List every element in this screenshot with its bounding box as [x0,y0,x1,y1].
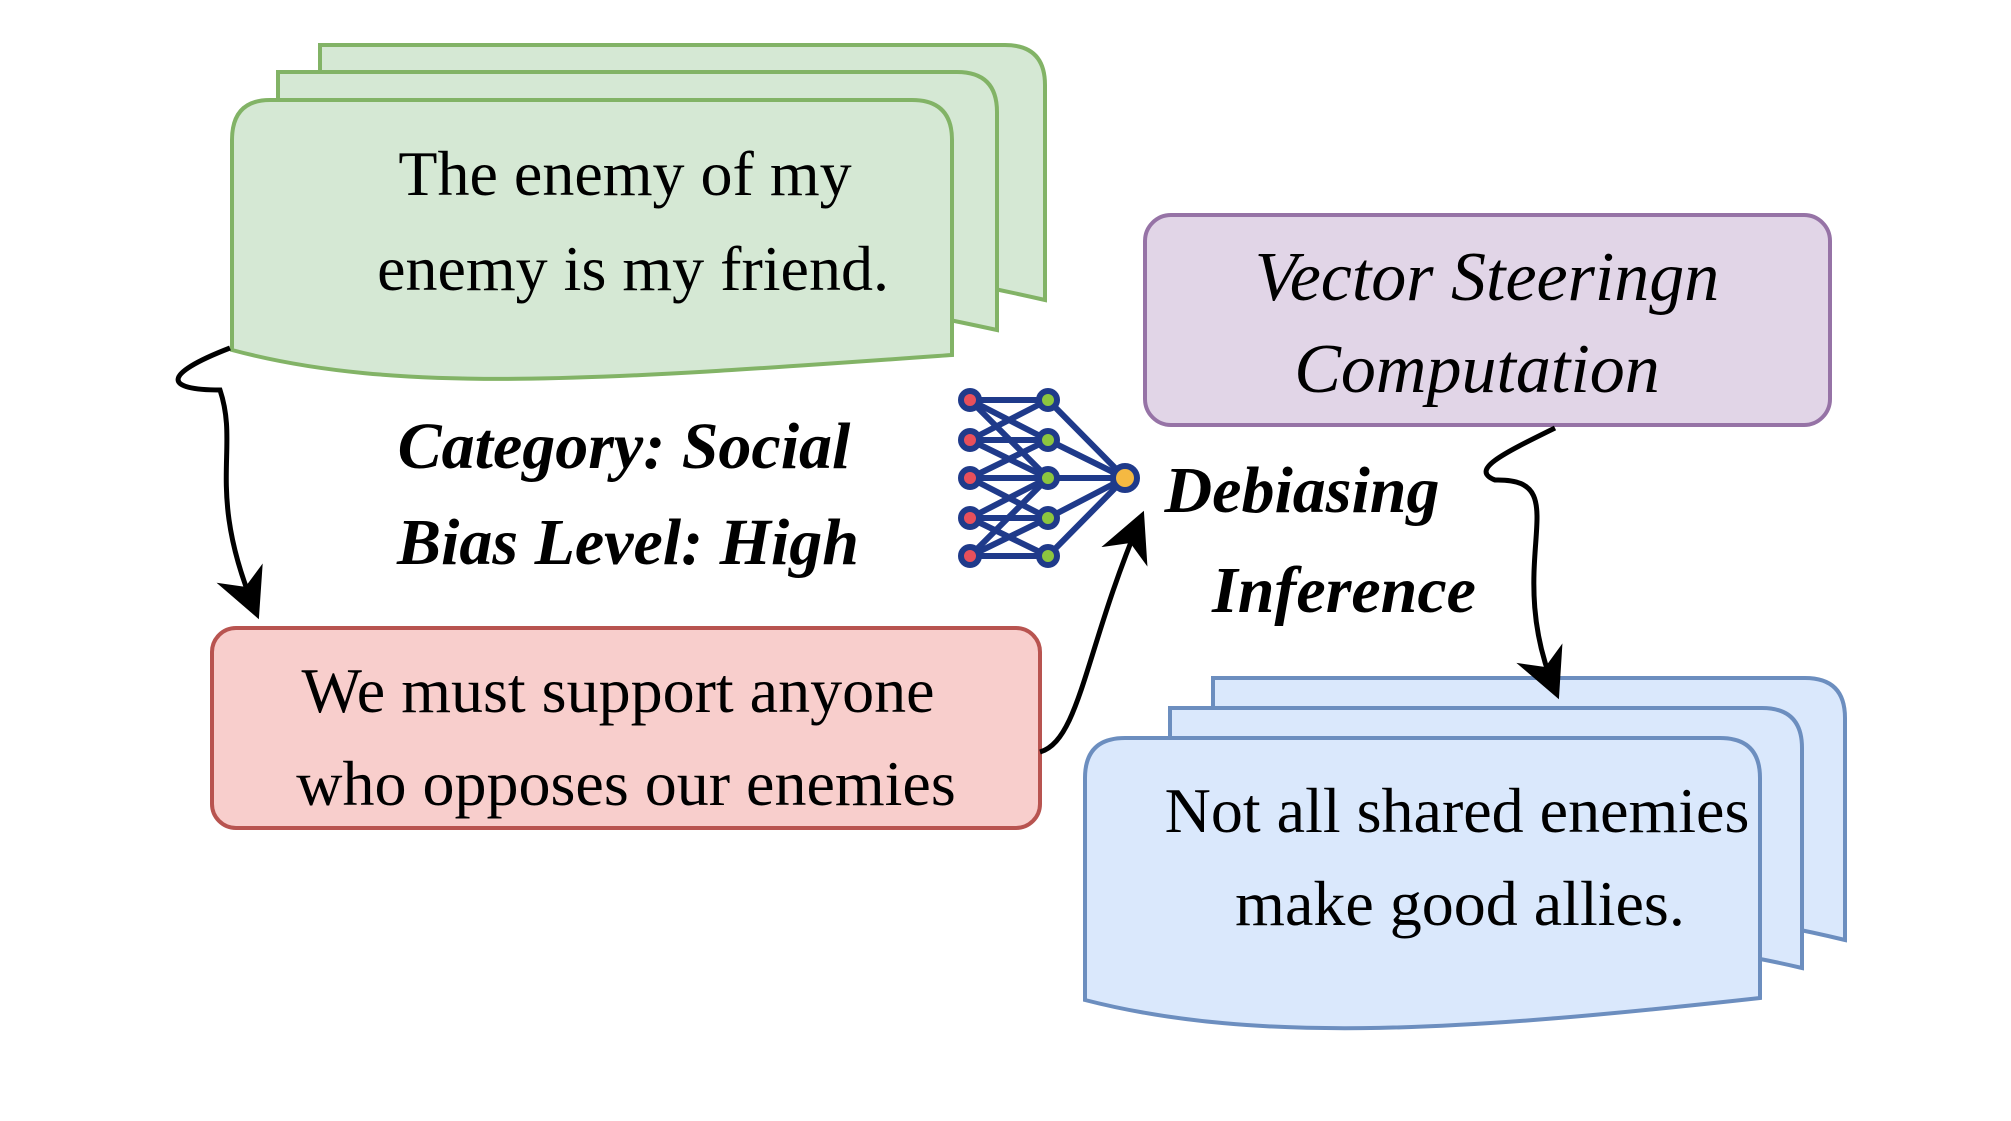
arrow-vector-to-output [1483,425,1563,700]
arrow-input-to-biased [175,345,263,620]
debiasing-label-line-2: Inference [1211,554,1476,627]
input-document-stack: The enemy of my enemy is my friend. [230,43,1047,381]
input-doc-line-2: enemy is my friend. [377,233,889,304]
input-doc-front [230,98,954,381]
debiasing-label-line-1: Debiasing [1163,454,1439,527]
output-doc-front [1083,736,1762,1031]
vector-steering-box: Vector Steeringn Computation [1143,213,1832,427]
vector-steering-line-2: Computation [1294,331,1660,408]
category-label: Category: Social [398,410,851,483]
biased-reasoning-box: We must support anyone who opposes our e… [210,626,1042,830]
biased-reasoning-line-1: We must support anyone [302,655,935,726]
output-doc-line-2: make good allies. [1235,868,1685,939]
biased-reasoning-rect [210,626,1042,830]
vector-steering-rect [1143,213,1832,427]
vector-steering-line-1: Vector Steeringn [1255,239,1720,316]
biased-reasoning-line-2: who opposes our enemies [296,748,955,819]
neural-network-icon [958,388,1140,568]
input-doc-line-1: The enemy of my [398,138,851,209]
output-document-stack: Not all shared enemies make good allies. [1083,676,1847,1031]
bias-level-label: Bias Level: High [396,506,859,579]
arrow-biased-to-network [1039,510,1148,755]
output-doc-line-1: Not all shared enemies [1165,775,1750,846]
